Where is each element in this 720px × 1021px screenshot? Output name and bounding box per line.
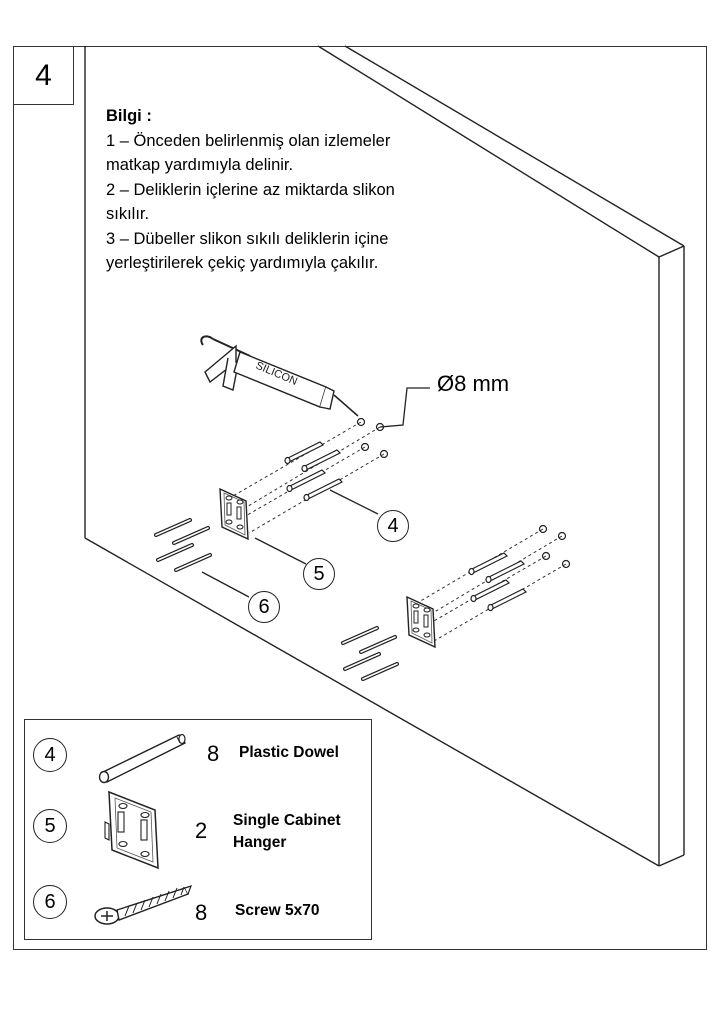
step-number: 4 [13,46,74,105]
guide-lines-left [225,421,385,534]
legend-name-line: Hanger [233,834,287,851]
callout-hanger: 5 [303,558,335,590]
parts-legend: 4 8 Plastic Dowel 5 2 Single Cabinet Han… [24,719,372,940]
dowels-right [468,552,527,612]
screw-icon [94,885,193,925]
info-line: yerleştirilerek çekiç yardımıyla çakılır… [106,254,379,272]
legend-name-line: Plastic Dowel [239,744,339,761]
info-line: 1 – Önceden belirlenmiş olan izlemeler [106,131,391,150]
info-line: sıkılır. [106,205,150,223]
silicone-gun-icon: SILICON [200,335,359,417]
screws-right [341,626,399,681]
legend-qty-screw: 8 [195,900,208,925]
callout-screw: 6 [248,591,280,623]
dowel-icon [98,733,187,784]
legend-icons [94,733,193,925]
legend-name-screw: Screw 5x70 [235,900,319,922]
hanger-plate-left [219,488,249,540]
page-frame [13,46,707,950]
legend-name-hanger: Single Cabinet Hanger [233,810,341,854]
legend-name-line: Screw 5x70 [235,902,320,919]
info-line: 3 – Dübeller slikon sıkılı deliklerin iç… [106,229,389,248]
legend-name-line: Single Cabinet [233,812,341,829]
legend-qty-hanger: 2 [195,818,208,843]
info-line: 2 – Deliklerin içlerine az miktarda slik… [106,180,395,199]
wall-panel [84,45,685,867]
guide-lines-right [411,528,567,642]
callout-dowel: 4 [377,510,409,542]
legend-qty-dowel: 8 [207,741,220,766]
diameter-label: Ø8 mm [437,371,510,396]
drill-holes-left [356,417,389,459]
screws-left [154,518,212,572]
info-title: Bilgi : [106,107,152,125]
legend-num-screw: 6 [33,885,67,919]
info-line: matkap yardımıyla delinir. [106,156,294,174]
info-text: Bilgi : 1 – Önceden belirlenmiş olan izl… [106,104,466,276]
callout-leaders [201,489,379,598]
legend-num-hanger: 5 [33,809,67,843]
diameter-leader [379,387,430,428]
cabinet-hanger-icon [104,790,159,870]
legend-num-dowel: 4 [33,738,67,772]
hanger-plate-right [406,596,436,648]
legend-name-dowel: Plastic Dowel [239,742,339,764]
